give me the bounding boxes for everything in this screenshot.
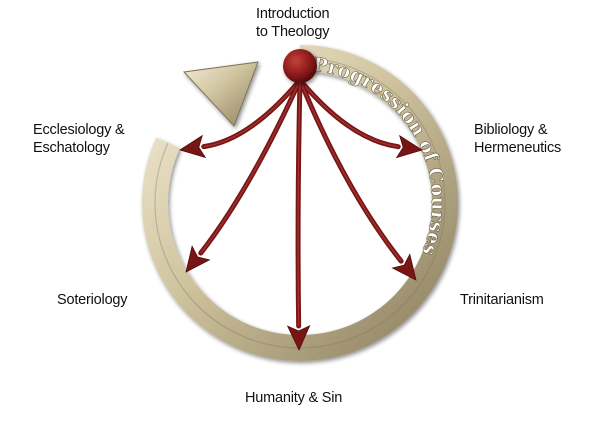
ring-arrowhead — [182, 61, 259, 127]
ring-outline — [154, 57, 446, 349]
arrow-to-soteriology-head — [185, 245, 211, 273]
arrow-to-bibliology-head — [395, 134, 423, 159]
arrow-to-trinitarianism-head — [391, 253, 417, 281]
soteriology-label: Soteriology — [57, 292, 128, 308]
bibliology-line2: Hermeneutics — [474, 140, 562, 156]
hub-label-line2: to Theology — [256, 24, 330, 40]
arrow-group — [179, 77, 423, 351]
hub-label-line1: Introduction — [256, 6, 330, 22]
humanity-label: Humanity & Sin — [245, 390, 343, 406]
ecclesiology-label: Ecclesiology & Eschatology — [33, 121, 125, 157]
arrow-to-humanity-head — [286, 325, 311, 351]
arrow-to-bibliology-highlight — [299, 79, 399, 148]
arrow-to-ecclesiology-head — [179, 134, 207, 159]
hub-node — [283, 49, 317, 83]
ecclesiology-line1: Ecclesiology & — [33, 122, 125, 138]
bibliology-line1: Bibliology & — [474, 122, 548, 138]
trinitarianism-label: Trinitarianism — [460, 292, 544, 308]
ecclesiology-line2: Eschatology — [33, 140, 110, 156]
bibliology-label: Bibliology & Hermeneutics — [474, 121, 561, 157]
progression-ring — [142, 45, 458, 361]
arrow-to-soteriology-highlight — [200, 79, 301, 254]
arrow-to-ecclesiology-highlight — [203, 79, 301, 148]
arrow-to-trinitarianism-highlight — [299, 79, 402, 262]
arrow-to-humanity-highlight — [297, 79, 301, 327]
hub-label: Introduction to Theology — [256, 5, 330, 41]
